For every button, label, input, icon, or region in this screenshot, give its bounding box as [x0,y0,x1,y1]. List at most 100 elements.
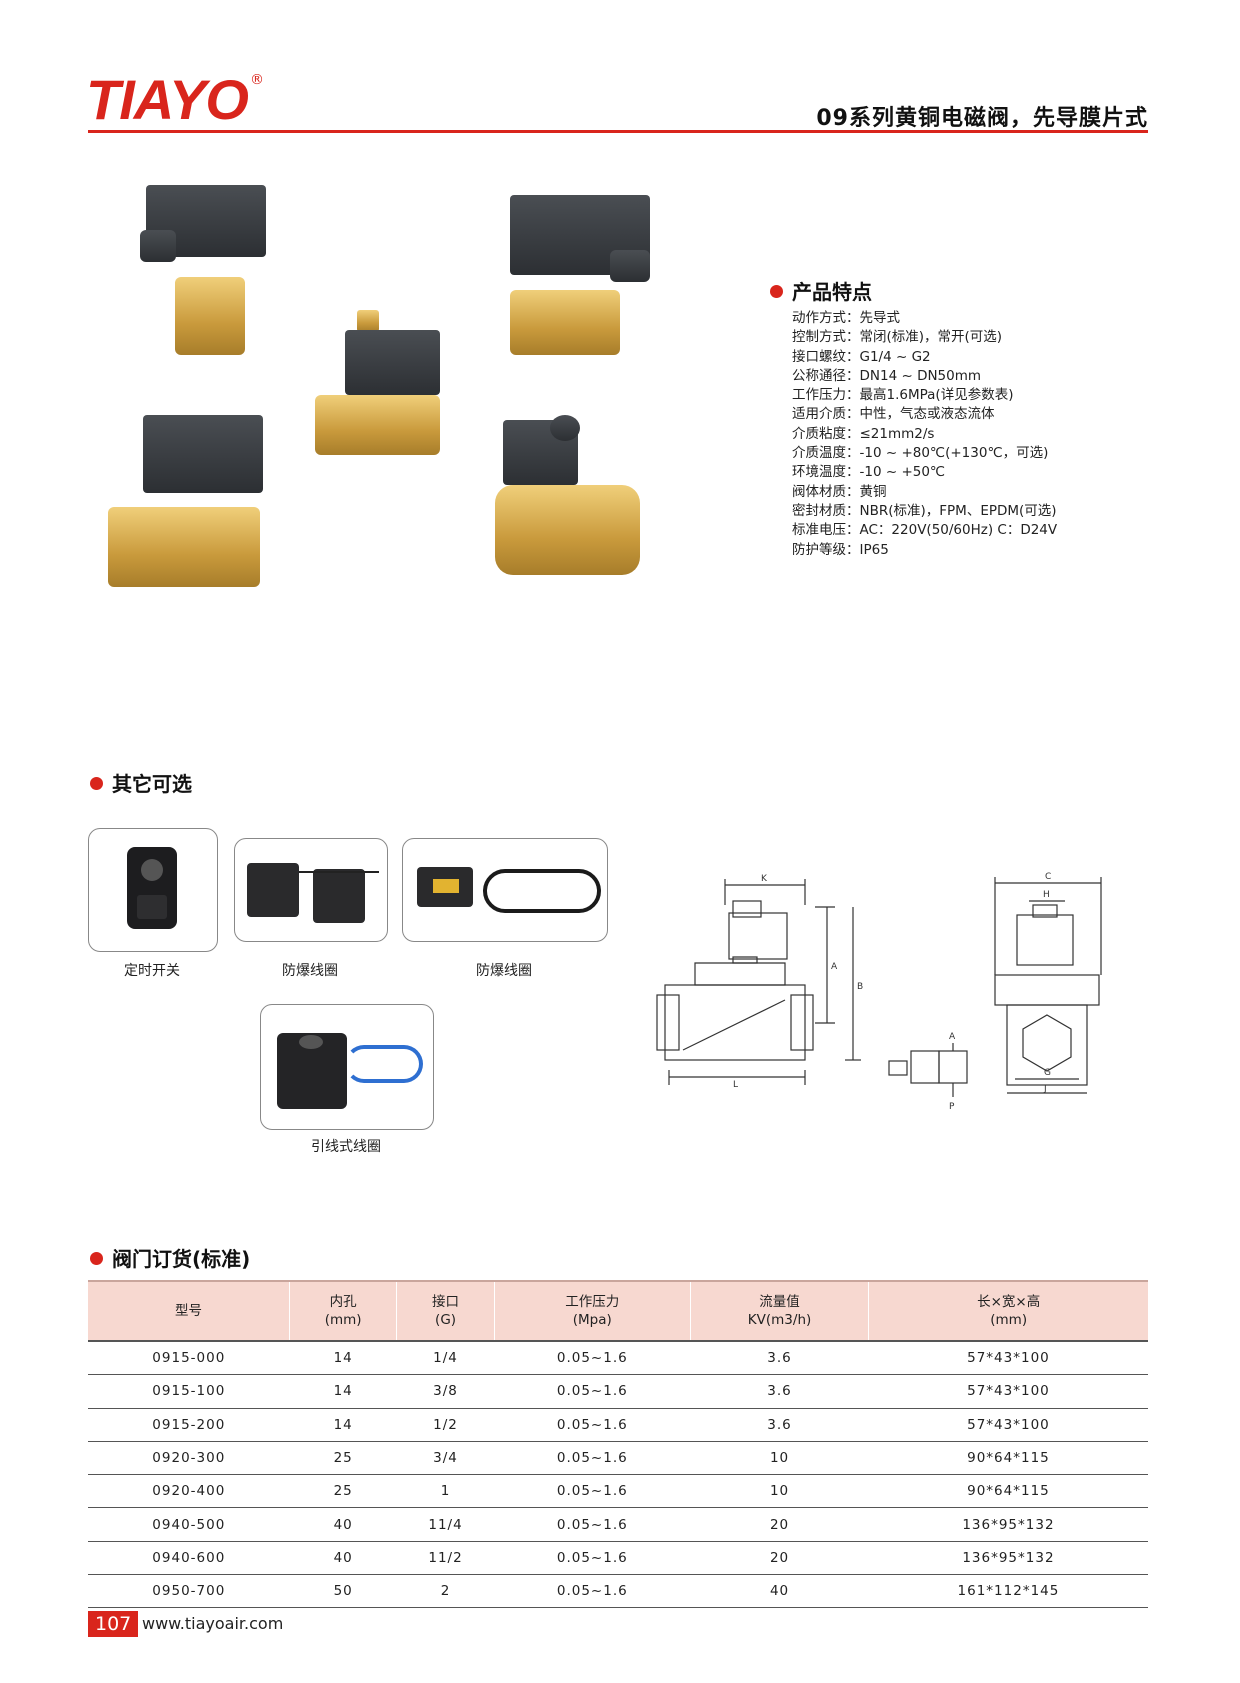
option-caption: 引线式线圈 [311,1139,381,1155]
cell-model: 0940-600 [88,1541,290,1576]
cell-flow: 3.6 [690,1340,869,1376]
cell-flow: 3.6 [690,1374,869,1409]
cell-bore: 40 [289,1541,397,1576]
lead-wire-coil-card [260,1004,434,1130]
cell-model: 0915-100 [88,1374,290,1409]
table-row: 0940-600 40 11/2 0.05~1.6 20 136*95*132 [88,1541,1148,1576]
cell-bore: 14 [289,1340,397,1376]
cell-port: 1/4 [396,1340,495,1376]
cell-flow: 20 [690,1507,869,1542]
cell-dimensions: 57*43*100 [868,1374,1148,1409]
product-photo-2 [510,190,660,360]
cell-bore: 25 [289,1474,397,1509]
registered-mark: ® [250,72,264,88]
page-title: 09系列黄铜电磁阀，先导膜片式 [816,106,1148,131]
cell-port: 2 [396,1574,495,1609]
table-row: 0915-200 14 1/2 0.05~1.6 3.6 57*43*100 [88,1408,1148,1442]
cell-pressure: 0.05~1.6 [494,1541,691,1576]
cell-pressure: 0.05~1.6 [494,1408,691,1442]
cell-dimensions: 136*95*132 [868,1541,1148,1576]
cell-bore: 14 [289,1374,397,1409]
col-port: 接口(G) [396,1280,495,1341]
option-caption: 防爆线圈 [282,963,338,979]
dimension-drawing: K A B L C H G J A P [656,872,1102,1112]
bullet-icon [770,285,783,298]
col-pressure: 工作压力(Mpa) [493,1280,691,1341]
bullet-icon [90,777,103,790]
cell-pressure: 0.05~1.6 [494,1374,691,1409]
cell-flow: 10 [690,1474,869,1509]
feature-item: 接口螺纹：G1/4 ~ G2 [792,348,931,365]
header-divider [88,130,1148,133]
options-heading: 其它可选 [90,768,192,797]
cell-bore: 14 [289,1408,397,1442]
brand-logo: TIAYO [86,68,249,131]
cell-flow: 10 [690,1441,869,1476]
cell-port: 11/4 [396,1507,495,1542]
cell-bore: 50 [289,1574,397,1609]
cell-flow: 3.6 [690,1408,869,1442]
dim-label-a-port: A [949,1032,956,1042]
page-number: 107 [88,1611,139,1637]
features-list: 动作方式：先导式 控制方式：常闭(标准)，常开(可选) 接口螺纹：G1/4 ~ … [792,309,1057,560]
dim-label-p-port: P [949,1102,955,1112]
explosion-proof-coil-card-1 [234,838,388,942]
cell-dimensions: 136*95*132 [868,1507,1148,1542]
feature-item: 阀体材质：黄铜 [792,483,887,500]
timer-switch-card [88,828,218,952]
table-row: 0920-400 25 1 0.05~1.6 10 90*64*115 [88,1474,1148,1509]
website-link[interactable]: www.tiayoair.com [142,1614,284,1633]
cell-pressure: 0.05~1.6 [494,1340,691,1376]
product-photo-5 [495,415,645,585]
product-photo-1 [140,185,280,355]
cell-model: 0920-400 [88,1474,290,1509]
cell-bore: 25 [289,1441,397,1476]
cell-dimensions: 57*43*100 [868,1408,1148,1442]
dim-label-k: K [761,874,768,884]
product-photo-3 [315,310,445,460]
bullet-icon [90,1252,103,1265]
cell-model: 0950-700 [88,1574,290,1609]
dim-label-j: J [1043,1084,1047,1094]
cell-port: 11/2 [396,1541,495,1576]
feature-item: 标准电压：AC：220V(50/60Hz) C：D24V [792,522,1058,539]
option-caption: 防爆线圈 [476,963,532,979]
feature-item: 工作压力：最高1.6MPa(详见参数表) [792,387,1014,404]
cell-dimensions: 90*64*115 [868,1441,1148,1476]
cell-bore: 40 [289,1507,397,1542]
cell-model: 0920-300 [88,1441,290,1476]
cell-pressure: 0.05~1.6 [494,1441,691,1476]
cell-flow: 40 [690,1574,869,1609]
dim-label-h: H [1043,890,1050,900]
feature-item: 动作方式：先导式 [792,310,900,326]
feature-item: 介质温度：-10 ~ +80℃(+130℃，可选) [792,445,1049,462]
table-row: 0950-700 50 2 0.05~1.6 40 161*112*145 [88,1574,1148,1609]
table-row: 0940-500 40 11/4 0.05~1.6 20 136*95*132 [88,1507,1148,1542]
feature-item: 密封材质：NBR(标准)，FPM、EPDM(可选) [792,502,1057,519]
feature-item: 公称通径：DN14 ~ DN50mm [792,367,982,384]
cell-dimensions: 57*43*100 [868,1340,1148,1376]
cell-pressure: 0.05~1.6 [494,1474,691,1509]
dim-label-b: B [857,982,863,992]
col-bore: 内孔(mm) [289,1280,397,1341]
cell-model: 0915-200 [88,1408,290,1442]
cell-port: 3/4 [396,1441,495,1476]
cell-model: 0940-500 [88,1507,290,1542]
cell-flow: 20 [690,1541,869,1576]
ordering-heading: 阀门订货(标准) [90,1243,250,1272]
cell-port: 3/8 [396,1374,495,1409]
explosion-proof-coil-card-2 [402,838,608,942]
cell-pressure: 0.05~1.6 [494,1507,691,1542]
product-photo-4 [108,415,268,587]
table-row: 0915-100 14 3/8 0.05~1.6 3.6 57*43*100 [88,1374,1148,1409]
feature-item: 防护等级：IP65 [792,541,889,558]
feature-item: 控制方式：常闭(标准)，常开(可选) [792,329,1003,346]
cell-model: 0915-000 [88,1340,290,1376]
col-model: 型号 [88,1280,290,1341]
cell-dimensions: 161*112*145 [868,1574,1148,1609]
feature-item: 环境温度：-10 ~ +50℃ [792,464,946,481]
table-row: 0920-300 25 3/4 0.05~1.6 10 90*64*115 [88,1441,1148,1476]
